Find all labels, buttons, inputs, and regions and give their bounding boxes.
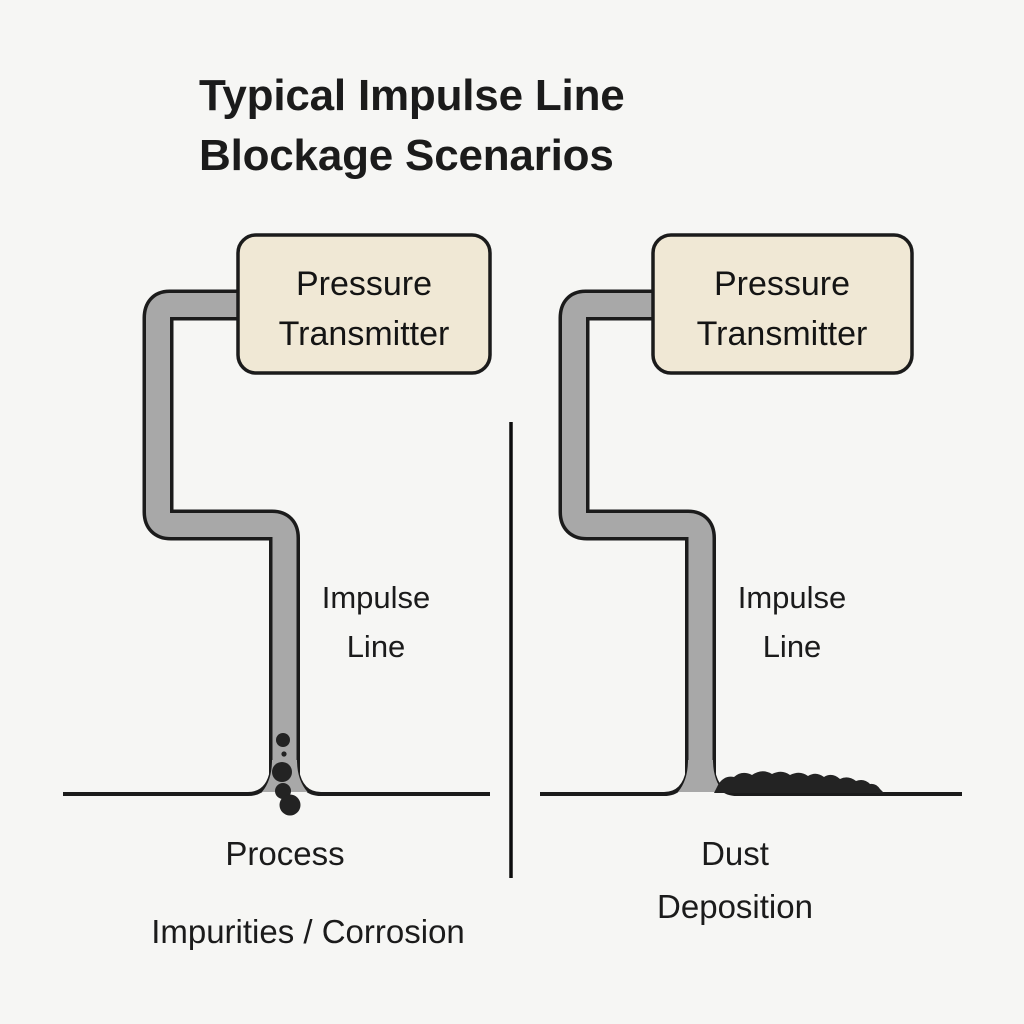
caption-line-2-left: Impurities / Corrosion xyxy=(151,913,465,950)
transmitter-label-line-2-left: Transmitter xyxy=(279,315,450,353)
impulse-line-label-line-2-left: Line xyxy=(347,629,406,664)
dust-mound xyxy=(714,771,884,793)
pressure-transmitter-box-left[interactable] xyxy=(236,233,492,375)
impulse-pipe-left xyxy=(146,293,297,780)
impurity-particles xyxy=(272,733,301,816)
caption-line-1-left: Process xyxy=(225,835,344,872)
title-line-1: Typical Impulse Line xyxy=(199,71,625,120)
title-line-2: Blockage Scenarios xyxy=(199,131,614,180)
impurity-particle xyxy=(281,751,287,757)
impulse-line-label-line-2-right: Line xyxy=(763,629,822,664)
impulse-line-label-line-1-left: Impulse xyxy=(322,580,431,615)
impurity-particle xyxy=(279,794,301,816)
pipe-foot-flare-right xyxy=(678,760,724,792)
impurity-particle xyxy=(272,762,292,782)
right-panel: Pressure Transmitter Impulse Line Dust D… xyxy=(540,233,962,925)
impulse-pipe-right xyxy=(562,293,713,780)
impurity-particle xyxy=(276,733,290,747)
caption-line-2-right: Deposition xyxy=(657,888,813,925)
transmitter-label-line-1-right: Pressure xyxy=(714,265,850,303)
transmitter-label-line-1-left: Pressure xyxy=(296,265,432,303)
caption-line-1-right: Dust xyxy=(701,835,769,872)
impulse-line-label-line-1-right: Impulse xyxy=(738,580,847,615)
transmitter-label-line-2-right: Transmitter xyxy=(697,315,868,353)
left-panel: Pressure Transmitter Impulse Line Proces… xyxy=(63,233,492,950)
pressure-transmitter-box-right[interactable] xyxy=(651,233,914,375)
